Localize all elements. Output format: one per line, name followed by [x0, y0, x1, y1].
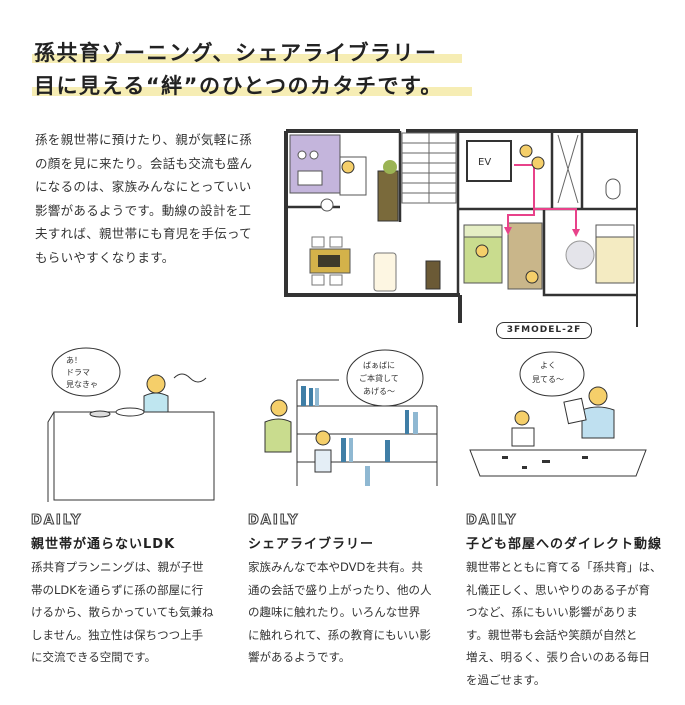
body-line: 孫共育プランニングは、親が子世 — [31, 560, 204, 574]
intro-line: もらいやすくなります。 — [35, 249, 175, 265]
column-2-title: シェアライブラリー — [248, 537, 375, 552]
ev-label: EV — [478, 157, 491, 168]
body-line: 増え、明るく、張り合いのある毎日 — [466, 650, 650, 664]
intro-line: の顔を見に来たり。会話も交流も盛ん — [35, 155, 253, 171]
body-line: 響があるようです。 — [248, 650, 351, 664]
body-line: 通の会話で盛り上がったり、他の人 — [248, 582, 432, 597]
body-line: けるから、散らかっていても気兼ね — [31, 605, 214, 619]
room-bubble-line: 見てる〜 — [532, 375, 564, 384]
body-line: す。親世帯も会話や笑顔が自然と — [466, 627, 638, 642]
body-line: 礼儀正しく、思いやりのある子が育 — [466, 582, 650, 597]
room-bubble-line: よく — [540, 361, 556, 370]
body-line: に触れられて、孫の教育にもいい影 — [248, 627, 431, 642]
intro-line: 影響があるようです。動線の設計を工 — [35, 202, 252, 218]
daily-tag: DAILY — [465, 512, 518, 528]
column-1-title: 親世帯が通らないLDK — [31, 537, 176, 552]
body-line: を過ごせます。 — [466, 672, 546, 687]
daily-tag: DAILY — [30, 512, 83, 528]
floor-plan-label: 3FMODEL-2F — [496, 322, 592, 339]
library-illustration: ばぁばに ご本貸して あげる〜 — [264, 349, 438, 486]
floor-plan: EV — [284, 129, 638, 327]
intro-text: 孫を親世帯に預けたり、親が気軽に孫 の顔を見に来たり。会話も交流も盛ん になるの… — [35, 128, 267, 269]
column-1-body: 孫共育プランニングは、親が子世 帯のLDKを通らずに孫の部屋に行 けるから、散ら… — [31, 556, 231, 669]
intro-line: になるのは、家族みんなにとっていい — [35, 179, 252, 194]
body-line: 親世帯とともに育てる「孫共育」は、 — [466, 560, 662, 574]
room-illustration: よく 見てる〜 — [469, 351, 647, 477]
body-line: 帯のLDKを通らずに孫の部屋に行 — [31, 582, 204, 597]
intro-line: 夫すれば、親世帯にも育児を手伝って — [35, 226, 252, 241]
headline-line-1: 孫共育ゾーニング、シェアライブラリー — [34, 41, 438, 65]
kitchen-illustration: あ！ ドラマ 見なきゃ — [47, 347, 215, 502]
library-bubble-line: あげる〜 — [363, 387, 395, 396]
body-line: に交流できる空間です。 — [31, 650, 157, 664]
library-bubble-line: ばぁばに — [363, 361, 395, 370]
intro-line: 孫を親世帯に預けたり、親が気軽に孫 — [35, 132, 253, 147]
body-line: の趣味に触れたり。いろんな世界 — [248, 605, 421, 619]
kitchen-bubble-line: あ！ — [66, 356, 82, 365]
body-line: しません。独立性は保ちつつ上手 — [31, 627, 204, 642]
column-3-body: 親世帯とともに育てる「孫共育」は、 礼儀正しく、思いやりのある子が育 つなど、孫… — [466, 556, 676, 691]
kitchen-bubble-line: 見なきゃ — [66, 380, 98, 389]
body-line: つなど、孫にもいい影響がありま — [466, 605, 638, 619]
column-3-title: 子ども部屋へのダイレクト動線 — [466, 537, 663, 552]
daily-tag: DAILY — [247, 512, 300, 528]
kitchen-bubble-line: ドラマ — [66, 368, 90, 377]
body-line: 家族みんなで本やDVDを共有。共 — [248, 560, 423, 574]
headline-line-2: 目に見える“絆”のひとつのカタチです。 — [34, 74, 443, 98]
column-2-body: 家族みんなで本やDVDを共有。共 通の会話で盛り上がったり、他の人 の趣味に触れ… — [248, 556, 448, 669]
library-bubble-line: ご本貸して — [359, 373, 399, 383]
